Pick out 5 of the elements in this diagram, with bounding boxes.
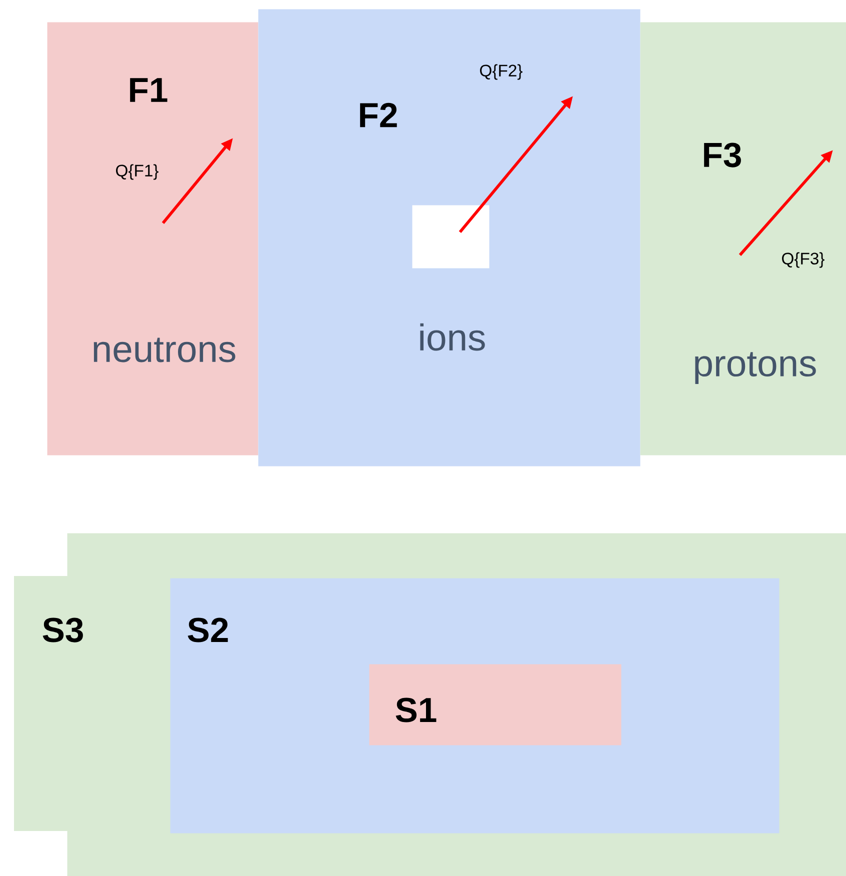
region-box: S1 (369, 664, 622, 746)
quantity-label: Q{F3} (782, 252, 824, 268)
empty-box (412, 205, 490, 268)
quantity-label: Q{F2} (480, 64, 522, 80)
quantity-label: Q{F1} (116, 164, 158, 180)
